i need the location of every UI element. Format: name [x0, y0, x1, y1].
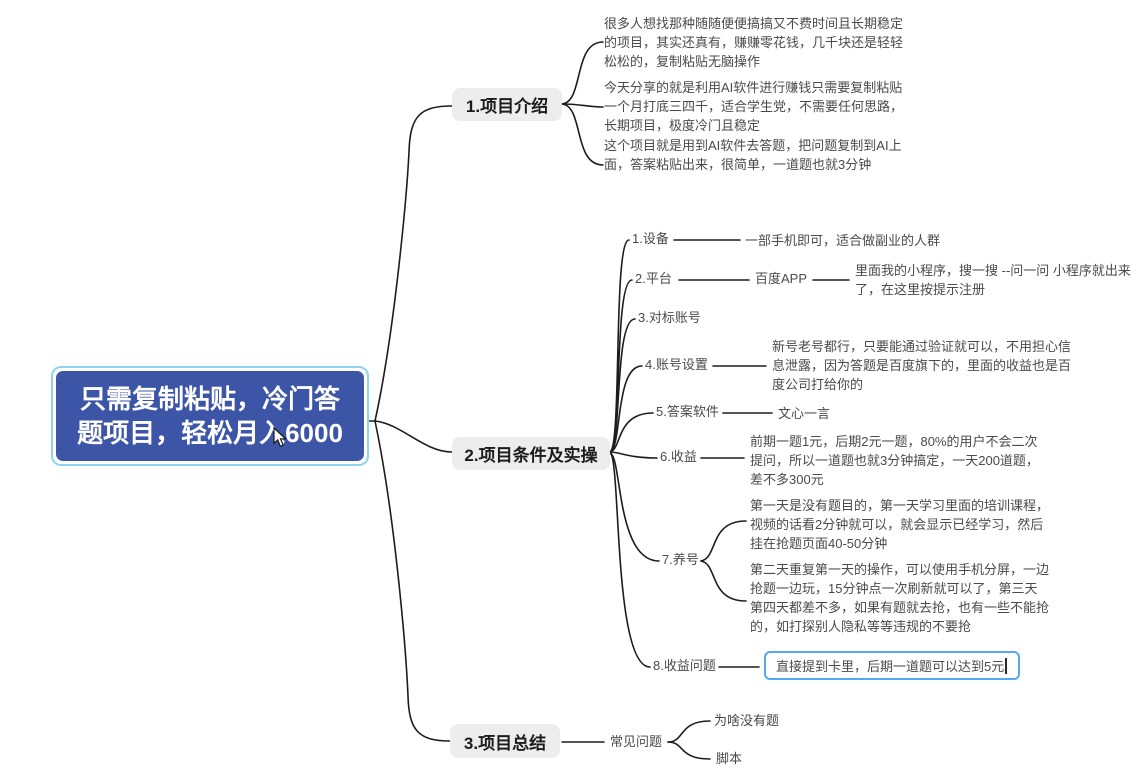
account-setup-content[interactable]: 新号老号都行，只要能通过验证就可以，不用担心信息泄露，因为答题是百度旗下的，里面… — [772, 339, 1072, 392]
nurturing-content-day1[interactable]: 第一天是没有题目的，第一天学习里面的培训课程，视频的话看2分钟就可以，就会显示已… — [750, 498, 1050, 551]
intro-note-3[interactable]: 这个项目就是用到AI软件去答题，把问题复制到AI上面，答案粘贴出来，很简单，一道… — [604, 138, 902, 172]
subtopic-account-nurturing[interactable]: 7.养号 — [662, 552, 699, 567]
subtopic-answer-software[interactable]: 5.答案软件 — [656, 404, 719, 419]
central-topic[interactable]: 只需复制粘贴，冷门答题项目，轻松月入6000 — [56, 371, 364, 461]
branch-node-summary[interactable]: 3.项目总结 — [450, 724, 560, 758]
platform-app[interactable]: 百度APP — [755, 271, 808, 286]
faq-leaf-no-questions[interactable]: 为啥没有题 — [714, 713, 780, 728]
income-question-editbox[interactable]: 直接提到卡里，后期一道题可以达到5元 — [764, 651, 1020, 680]
mouse-cursor-icon — [273, 427, 288, 448]
platform-content[interactable]: 里面我的小程序，搜一搜 --问一问 小程序就出来了，在这里按提示注册 — [855, 263, 1131, 297]
subtopic-account-setup[interactable]: 4.账号设置 — [645, 357, 708, 372]
branch-node-conditions[interactable]: 2.项目条件及实操 — [452, 437, 610, 470]
central-topic-selection-ring: 只需复制粘贴，冷门答题项目，轻松月入6000 — [51, 366, 369, 466]
text-caret — [1005, 657, 1007, 674]
intro-note-1[interactable]: 很多人想找那种随随便便搞搞又不费时间且长期稳定的项目，其实还真有，赚赚零花钱，几… — [604, 16, 904, 69]
device-content[interactable]: 一部手机即可，适合做副业的人群 — [745, 233, 941, 248]
answer-software-content[interactable]: 文心一言 — [778, 406, 831, 421]
nurturing-content-day2[interactable]: 第二天重复第一天的操作，可以使用手机分屏，一边抢题一边玩，15分钟点一次刷新就可… — [750, 562, 1050, 634]
subtopic-device[interactable]: 1.设备 — [632, 231, 669, 246]
income-content[interactable]: 前期一题1元，后期2元一题，80%的用户不会二次提问，所以一道题也就3分钟搞定，… — [750, 434, 1039, 487]
intro-note-2[interactable]: 今天分享的就是利用AI软件进行赚钱只需要复制粘贴一个月打底三四千，适合学生党，不… — [604, 80, 904, 133]
subtopic-faq[interactable]: 常见问题 — [610, 734, 663, 749]
faq-leaf-script[interactable]: 脚本 — [716, 751, 743, 766]
subtopic-platform[interactable]: 2.平台 — [635, 271, 672, 286]
branch-node-intro[interactable]: 1.项目介绍 — [452, 88, 562, 121]
subtopic-income-question[interactable]: 8.收益问题 — [653, 658, 716, 673]
subtopic-income[interactable]: 6.收益 — [660, 449, 697, 464]
income-question-text: 直接提到卡里，后期一道题可以达到5元 — [776, 659, 1005, 674]
subtopic-benchmark-account[interactable]: 3.对标账号 — [638, 310, 701, 325]
